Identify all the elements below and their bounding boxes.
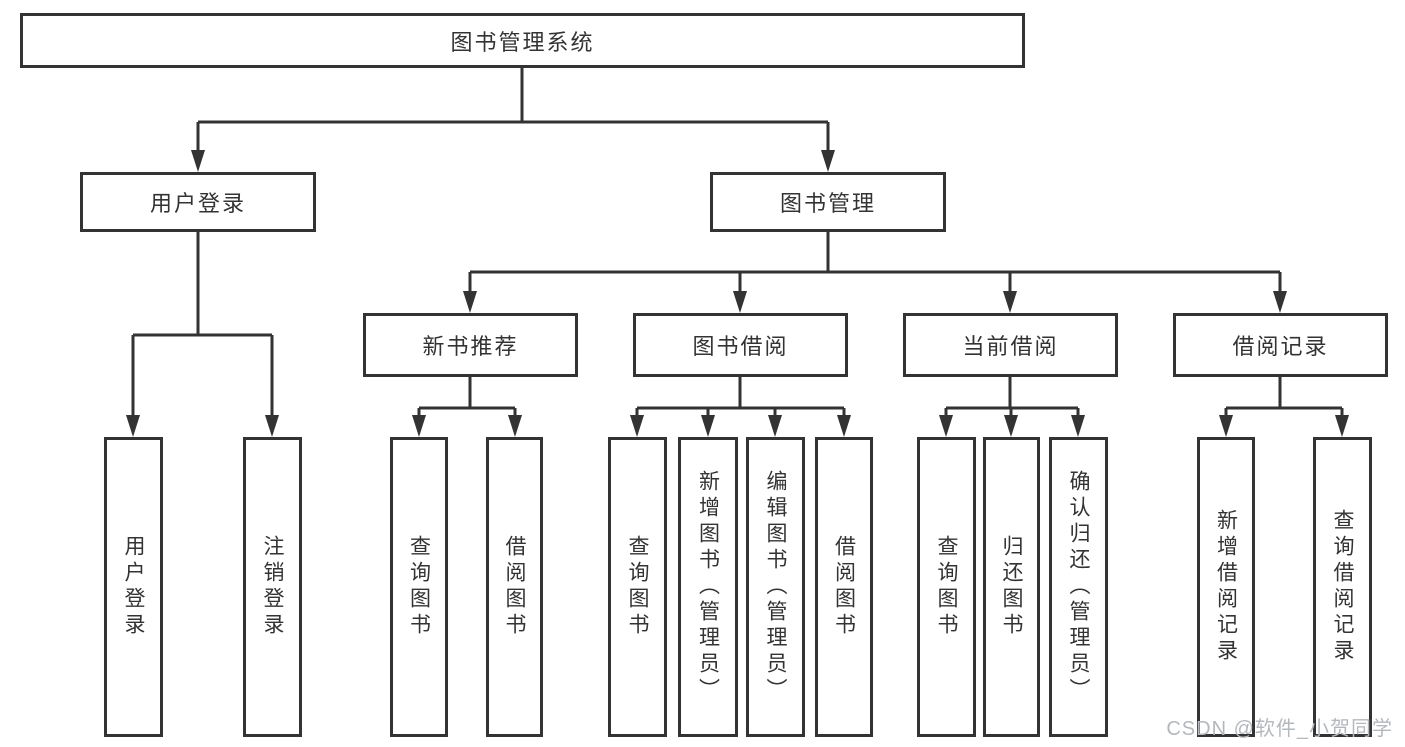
leaf-query-borrow-record-label: 查询借阅记录 [1331, 509, 1354, 665]
leaf-query-books-recommend-label: 查询图书 [407, 535, 431, 639]
node-book-management: 图书管理 [710, 172, 946, 232]
leaf-borrow-books-label: 借阅图书 [832, 535, 856, 639]
leaf-query-books-recommend: 查询图书 [390, 437, 448, 737]
leaf-return-books-label: 归还图书 [1000, 535, 1023, 639]
node-current-borrow-label: 当前借阅 [962, 334, 1059, 359]
node-book-management-label: 图书管理 [779, 191, 876, 216]
leaf-return-books: 归还图书 [983, 437, 1040, 737]
leaf-borrow-books: 借阅图书 [815, 437, 873, 737]
leaf-query-books-current-label: 查询图书 [935, 535, 958, 639]
node-borrow-records: 借阅记录 [1173, 313, 1388, 377]
node-root-system: 图书管理系统 [20, 13, 1025, 68]
leaf-logout-label: 注销登录 [261, 535, 284, 639]
csdn-watermark: CSDN @软件_小贺同学 [1166, 718, 1393, 740]
node-new-book-recommend-label: 新书推荐 [422, 334, 519, 359]
leaf-query-books-current: 查询图书 [917, 437, 976, 737]
leaf-add-borrow-record-label: 新增借阅记录 [1214, 509, 1238, 665]
leaf-logout: 注销登录 [243, 437, 302, 737]
node-borrow-records-label: 借阅记录 [1232, 334, 1329, 359]
leaf-confirm-return-admin-label: 确认归还（管理员） [1067, 470, 1090, 704]
leaf-add-book-admin: 新增图书（管理员） [678, 437, 738, 737]
leaf-edit-book-admin: 编辑图书（管理员） [746, 437, 805, 737]
leaf-add-borrow-record: 新增借阅记录 [1197, 437, 1255, 737]
node-user-login: 用户登录 [80, 172, 316, 232]
leaf-borrow-books-recommend: 借阅图书 [486, 437, 543, 737]
node-user-login-label: 用户登录 [149, 191, 246, 216]
leaf-user-login: 用户登录 [104, 437, 163, 737]
leaf-add-book-admin-label: 新增图书（管理员） [696, 470, 720, 704]
node-root-label: 图书管理系统 [450, 29, 595, 55]
node-new-book-recommend: 新书推荐 [363, 313, 578, 377]
leaf-edit-book-admin-label: 编辑图书（管理员） [764, 470, 787, 704]
leaf-borrow-books-recommend-label: 借阅图书 [503, 535, 526, 639]
leaf-query-books-borrow: 查询图书 [608, 437, 667, 737]
leaf-user-login-label: 用户登录 [122, 535, 145, 639]
leaf-query-borrow-record: 查询借阅记录 [1313, 437, 1372, 737]
leaf-query-books-borrow-label: 查询图书 [626, 535, 649, 639]
node-current-borrow: 当前借阅 [903, 313, 1118, 377]
node-book-borrow-label: 图书借阅 [692, 334, 789, 359]
node-book-borrow: 图书借阅 [633, 313, 848, 377]
leaf-confirm-return-admin: 确认归还（管理员） [1049, 437, 1108, 737]
